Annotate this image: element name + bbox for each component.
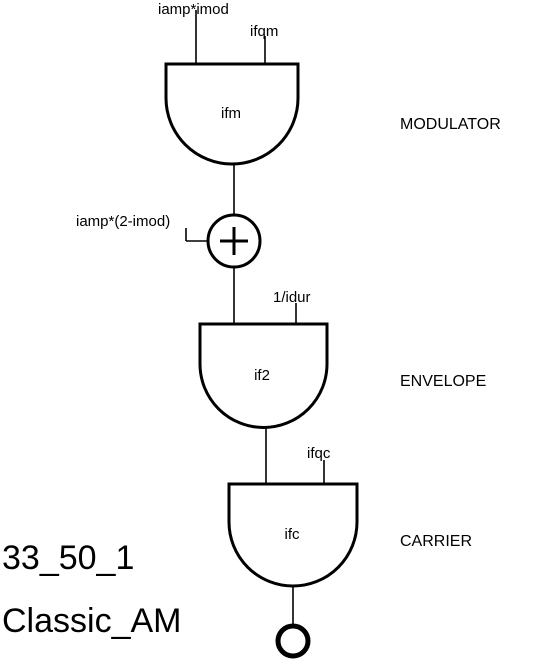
modulator-amp-input-label: iamp*imod [158,1,229,18]
modulator-oscillator [164,62,300,166]
modulator-section-label: MODULATOR [400,116,501,133]
envelope-oscillator-label: if2 [254,367,270,384]
envelope-section-label: ENVELOPE [400,373,486,390]
carrier-oscillator [227,482,359,588]
carrier-freq-input-label: ifqc [307,445,331,462]
output-circle [275,623,311,659]
adder-input-label: iamp*(2-imod) [76,213,170,230]
envelope-freq-input-label: 1/idur [273,289,311,306]
modulator-oscillator-label: ifm [221,105,241,122]
carrier-oscillator-label: ifc [285,526,301,543]
envelope-oscillator [198,322,329,429]
carrier-section-label: CARRIER [400,533,472,550]
instrument-id: 33_50_1 [2,539,134,577]
modulator-freq-input-label: ifqm [250,23,278,40]
instrument-title: Classic_AM [2,602,181,640]
